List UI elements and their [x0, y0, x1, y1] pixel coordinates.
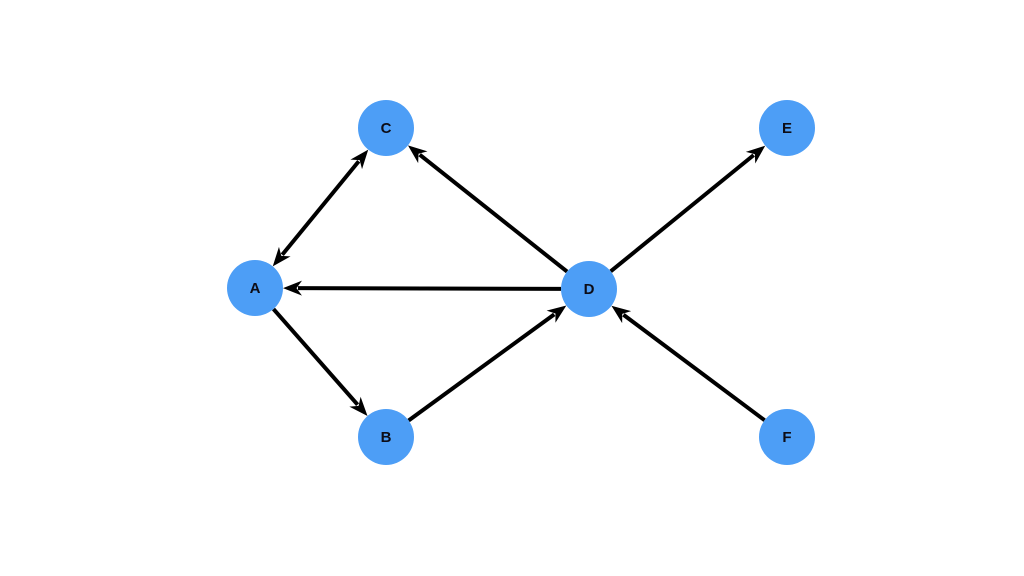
- edge-line: [609, 153, 755, 273]
- graph-node-e[interactable]: E: [759, 100, 815, 156]
- graph-edge-a-c[interactable]: [272, 149, 369, 267]
- arrowhead-forward: [350, 149, 369, 170]
- arrowhead-forward: [407, 145, 428, 164]
- graph-edge-f-d[interactable]: [611, 305, 766, 422]
- arrowhead-backward: [272, 246, 291, 267]
- arrowhead-forward: [282, 280, 303, 296]
- graph-edge-d-c[interactable]: [407, 145, 569, 274]
- edge-line: [271, 307, 360, 407]
- arrowhead-forward: [349, 396, 368, 416]
- node-circle[interactable]: [227, 260, 283, 316]
- graph-node-c[interactable]: C: [358, 100, 414, 156]
- node-circle[interactable]: [561, 261, 617, 317]
- graph-edge-d-a[interactable]: [282, 280, 562, 296]
- edge-line: [407, 312, 556, 423]
- edge-line: [280, 160, 361, 256]
- graph-node-b[interactable]: B: [358, 409, 414, 465]
- edges-layer: [271, 145, 766, 423]
- nodes-layer: A B C D E F: [227, 100, 815, 465]
- graph-edge-b-d[interactable]: [407, 305, 567, 423]
- graph-node-a[interactable]: A: [227, 260, 283, 316]
- edge-line: [622, 313, 766, 422]
- graph-edge-d-e[interactable]: [609, 145, 766, 273]
- graph-node-f[interactable]: F: [759, 409, 815, 465]
- arrowhead-forward: [611, 305, 632, 324]
- node-circle[interactable]: [358, 409, 414, 465]
- node-circle[interactable]: [358, 100, 414, 156]
- edge-line: [418, 153, 569, 274]
- graph-edge-a-b[interactable]: [271, 307, 368, 416]
- edge-line: [297, 286, 562, 291]
- arrowhead-forward: [546, 305, 567, 323]
- node-circle[interactable]: [759, 409, 815, 465]
- node-circle[interactable]: [759, 100, 815, 156]
- arrowhead-forward: [745, 145, 766, 164]
- graph-node-d[interactable]: D: [561, 261, 617, 317]
